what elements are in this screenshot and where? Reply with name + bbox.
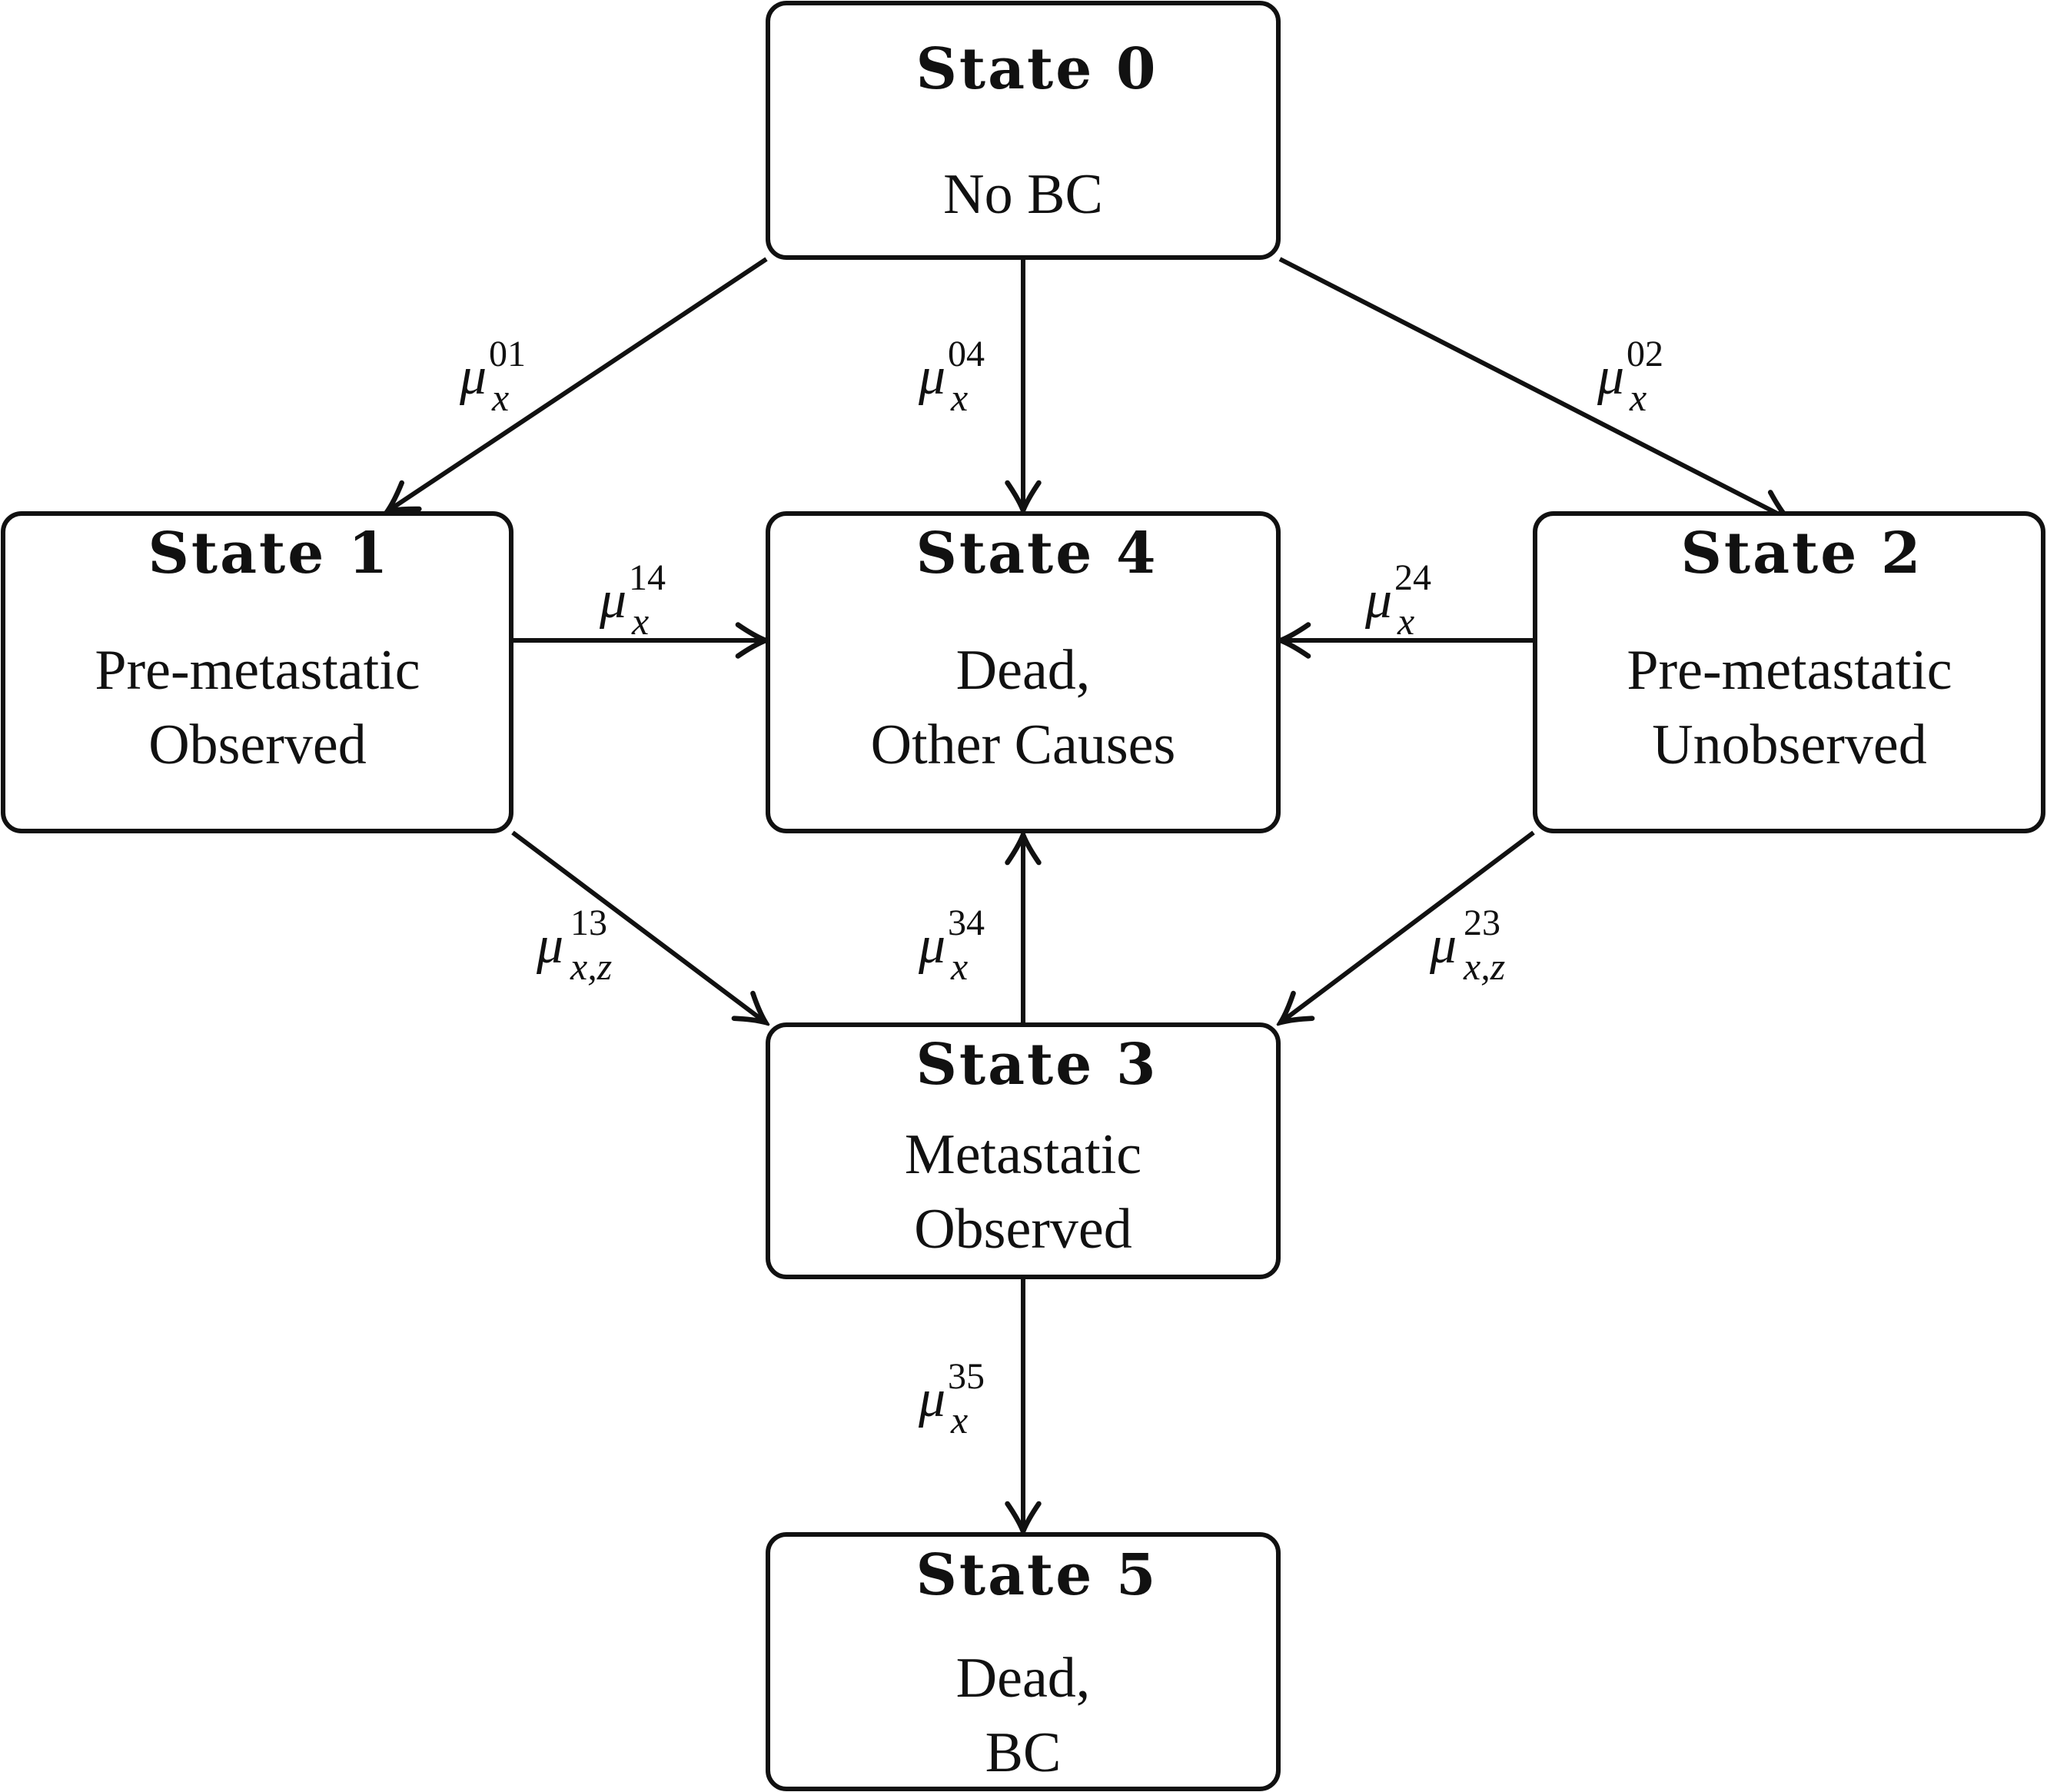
node-description-line-2: Observed xyxy=(914,1198,1132,1261)
node-state-4: State 4 Dead, Other Causes xyxy=(766,511,1281,833)
rate-subscript: x,z xyxy=(570,945,612,988)
rate-superscript: 14 xyxy=(629,557,666,598)
node-box xyxy=(766,1532,1281,1791)
rate-label-13: μ 13 x,z xyxy=(536,903,612,988)
node-title: State 5 xyxy=(916,1542,1158,1608)
rate-label-35: μ 35 x xyxy=(918,1356,985,1441)
rate-subscript: x xyxy=(950,945,968,988)
rate-superscript: 34 xyxy=(948,903,985,943)
edge-1-to-3 xyxy=(511,830,766,1022)
node-box xyxy=(766,1,1281,260)
node-state-3: State 3 Metastatic Observed xyxy=(766,1022,1281,1279)
node-state-5: State 5 Dead, BC xyxy=(766,1532,1281,1791)
rate-symbol: μ xyxy=(918,916,945,975)
rate-subscript: x xyxy=(491,376,509,419)
node-title: State 4 xyxy=(916,520,1158,587)
rate-subscript: x xyxy=(631,600,649,643)
rate-superscript: 04 xyxy=(948,334,985,374)
transition-edges xyxy=(387,257,1788,1531)
rate-label-04: μ 04 x xyxy=(918,334,985,419)
rate-symbol: μ xyxy=(599,570,626,630)
rate-label-01: μ 01 x xyxy=(459,334,526,419)
rate-label-24: μ 24 x xyxy=(1364,557,1431,643)
rate-subscript: x,z xyxy=(1463,945,1505,988)
rate-label-34: μ 34 x xyxy=(918,903,985,988)
node-description-line-2: Unobserved xyxy=(1652,713,1927,776)
node-description-line-1: Metastatic xyxy=(905,1123,1141,1186)
node-title: State 0 xyxy=(916,36,1158,102)
rate-symbol: μ xyxy=(1597,347,1624,406)
rate-label-02: μ 02 x xyxy=(1597,334,1663,419)
node-title: State 1 xyxy=(148,520,390,587)
rate-superscript: 35 xyxy=(948,1356,985,1397)
rate-label-23: μ 23 x,z xyxy=(1429,903,1505,988)
rate-label-14: μ 14 x xyxy=(599,557,666,643)
node-state-1: State 1 Pre-metastatic Observed xyxy=(1,511,513,833)
rate-subscript: x xyxy=(950,376,968,419)
node-title: State 2 xyxy=(1680,520,1922,587)
node-state-2: State 2 Pre-metastatic Unobserved xyxy=(1533,511,2045,833)
node-description-line-1: Pre-metastatic xyxy=(95,639,420,702)
rate-superscript: 23 xyxy=(1464,903,1500,943)
rate-symbol: μ xyxy=(536,916,563,975)
node-title: State 3 xyxy=(916,1032,1158,1098)
node-description-line-1: Dead, xyxy=(956,639,1091,702)
node-box xyxy=(766,511,1281,833)
node-description: No BC xyxy=(943,163,1103,226)
rate-subscript: x xyxy=(1397,600,1414,643)
rate-symbol: μ xyxy=(918,1369,945,1428)
rate-superscript: 01 xyxy=(489,334,526,374)
rate-superscript: 13 xyxy=(570,903,607,943)
node-description-line-2: Other Causes xyxy=(871,713,1176,776)
rate-symbol: μ xyxy=(1364,570,1392,630)
node-description-line-1: Pre-metastatic xyxy=(1627,639,1952,702)
rate-subscript: x xyxy=(1629,376,1647,419)
rate-subscript: x xyxy=(950,1398,968,1441)
node-state-0: State 0 No BC xyxy=(766,1,1281,260)
rate-symbol: μ xyxy=(918,347,945,406)
rate-symbol: μ xyxy=(459,347,487,406)
rate-superscript: 24 xyxy=(1394,557,1431,598)
rate-symbol: μ xyxy=(1429,916,1457,975)
node-description-line-1: Dead, xyxy=(956,1647,1091,1710)
rate-superscript: 02 xyxy=(1627,334,1663,374)
edge-0-to-1 xyxy=(387,257,768,511)
edge-0-to-2 xyxy=(1278,257,1788,519)
node-description-line-2: Observed xyxy=(148,713,367,776)
node-box xyxy=(1,511,513,833)
node-box xyxy=(1533,511,2045,833)
node-box xyxy=(766,1022,1281,1279)
node-description-line-2: BC xyxy=(985,1721,1062,1784)
edge-2-to-3 xyxy=(1281,830,1535,1022)
